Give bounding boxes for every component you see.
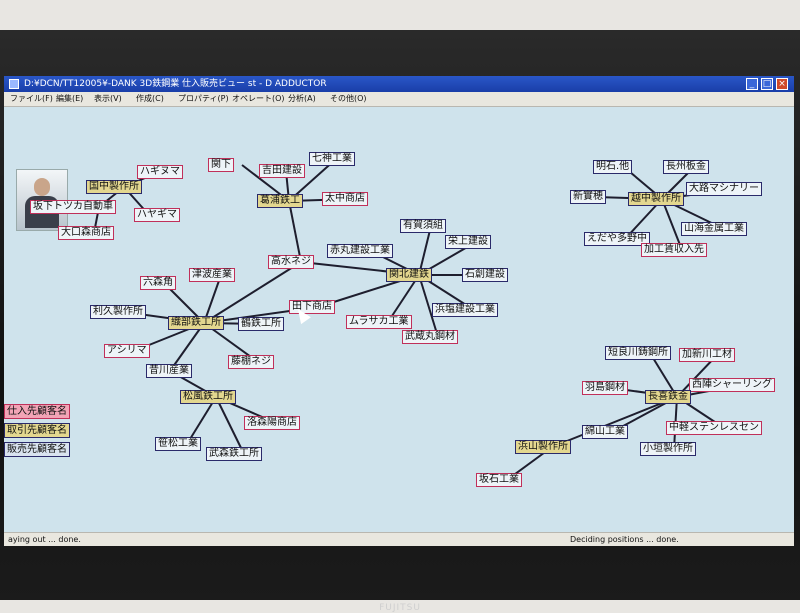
graph-node[interactable]: 浜塩建設工業 [432, 303, 498, 317]
menu-file[interactable]: ファイル(F) [10, 94, 53, 103]
menu-property[interactable]: プロパティ(P) [178, 94, 229, 103]
maximize-icon[interactable]: □ [761, 78, 773, 90]
graph-node[interactable]: ハギヌマ [137, 165, 183, 179]
network-canvas[interactable]: ハギヌマ 国中製作所 坂下トツカ自動車 ハヤギマ 大口森商店 関下 吉田建設 七… [4, 107, 794, 532]
graph-node[interactable]: 洛森陽商店 [244, 416, 300, 430]
menu-operate[interactable]: オペレート(O) [232, 94, 285, 103]
graph-node[interactable]: 太中商店 [322, 192, 368, 206]
graph-node[interactable]: 浜山製作所 [515, 440, 571, 454]
legend-trade-partner: 取引先顧客名 [4, 423, 70, 438]
close-icon[interactable]: × [776, 78, 788, 90]
graph-node[interactable]: ハヤギマ [134, 208, 180, 222]
graph-node[interactable]: 中軽ステンレスセン [666, 421, 762, 435]
graph-node[interactable]: 長喜鉄金 [645, 390, 691, 404]
graph-node[interactable]: 大路マシナリー [686, 182, 762, 196]
graph-node[interactable]: 七神工業 [309, 152, 355, 166]
graph-node[interactable]: 長州板金 [663, 160, 709, 174]
graph-node[interactable]: 武森鉄工所 [206, 447, 262, 461]
graph-node[interactable]: ムラサカ工業 [346, 315, 412, 329]
status-right: Deciding positions ... done. [570, 535, 679, 544]
graph-node[interactable]: アシリマ [104, 344, 150, 358]
status-bar: aying out ... done. Deciding positions .… [4, 532, 794, 546]
minimize-icon[interactable]: _ [746, 78, 758, 90]
legend-supplier: 仕入先顧客名 [4, 404, 70, 419]
graph-node[interactable]: 高水ネジ [268, 255, 314, 269]
app-icon [9, 79, 19, 89]
menu-other[interactable]: その他(O) [330, 94, 367, 103]
graph-node[interactable]: 昔川産業 [146, 364, 192, 378]
graph-node[interactable]: 織部鉄工所 [168, 316, 224, 330]
graph-node[interactable]: 加新川工材 [679, 348, 735, 362]
graph-node[interactable]: 山海金属工業 [681, 222, 747, 236]
graph-node[interactable]: 坂下トツカ自動車 [30, 200, 116, 214]
graph-node[interactable]: 加工賃収入先 [641, 243, 707, 257]
application-window: D:¥DCN/TT12005¥-DANK 3D鉄鋼業 仕入販売ビュー st - … [4, 76, 794, 546]
legend-customer: 販売先顧客名 [4, 442, 70, 457]
graph-node[interactable]: 葛浦鉄工 [257, 194, 303, 208]
graph-node[interactable]: 大口森商店 [58, 226, 114, 240]
status-left: aying out ... done. [8, 535, 81, 544]
window-title: D:¥DCN/TT12005¥-DANK 3D鉄鋼業 仕入販売ビュー st - … [24, 79, 327, 89]
graph-node[interactable]: 六森角 [140, 276, 176, 290]
graph-node[interactable]: 綿山工業 [582, 425, 628, 439]
graph-node[interactable]: 赤丸建設工業 [327, 244, 393, 258]
graph-node[interactable]: 短良川鋳鋼所 [605, 346, 671, 360]
menu-bar: ファイル(F) 編集(E) 表示(V) 作成(C) プロパティ(P) オペレート… [4, 92, 794, 107]
graph-node[interactable]: 関下 [208, 158, 234, 172]
graph-node[interactable]: 小垣製作所 [640, 442, 696, 456]
menu-view[interactable]: 表示(V) [94, 94, 122, 103]
graph-node[interactable]: 利久製作所 [90, 305, 146, 319]
graph-node[interactable]: 田下商店 [289, 300, 335, 314]
graph-node[interactable]: 松風鉄工所 [180, 390, 236, 404]
graph-node[interactable]: 石創建設 [462, 268, 508, 282]
graph-node[interactable]: 吉田建設 [259, 164, 305, 178]
graph-node[interactable]: 有賀須組 [400, 219, 446, 233]
graph-node[interactable]: 越中製作所 [628, 192, 684, 206]
graph-node[interactable]: えだや多野中 [584, 232, 650, 246]
menu-edit[interactable]: 編集(E) [56, 94, 84, 103]
graph-node[interactable]: 坂石工業 [476, 473, 522, 487]
menu-analyze[interactable]: 分析(A) [288, 94, 316, 103]
graph-node[interactable]: 西陣シャーリング [689, 378, 775, 392]
graph-node[interactable]: 国中製作所 [86, 180, 142, 194]
graph-node[interactable]: 笹松工業 [155, 437, 201, 451]
graph-node[interactable]: 藤棚ネジ [228, 355, 274, 369]
graph-node[interactable]: 津波産業 [189, 268, 235, 282]
menu-create[interactable]: 作成(C) [136, 94, 164, 103]
title-bar: D:¥DCN/TT12005¥-DANK 3D鉄鋼業 仕入販売ビュー st - … [4, 76, 794, 92]
graph-node[interactable]: 栄上建設 [445, 235, 491, 249]
graph-node[interactable]: 羽島鋼材 [582, 381, 628, 395]
brand-logo: FUJITSU [379, 603, 421, 613]
graph-node[interactable]: 明石.他 [593, 160, 633, 174]
graph-node[interactable]: 関北建鉄 [386, 268, 432, 282]
graph-node[interactable]: 鶴鉄工所 [238, 317, 284, 331]
graph-node[interactable]: 新實穂 [570, 190, 606, 204]
graph-node[interactable]: 武蔵丸鋼材 [402, 330, 458, 344]
